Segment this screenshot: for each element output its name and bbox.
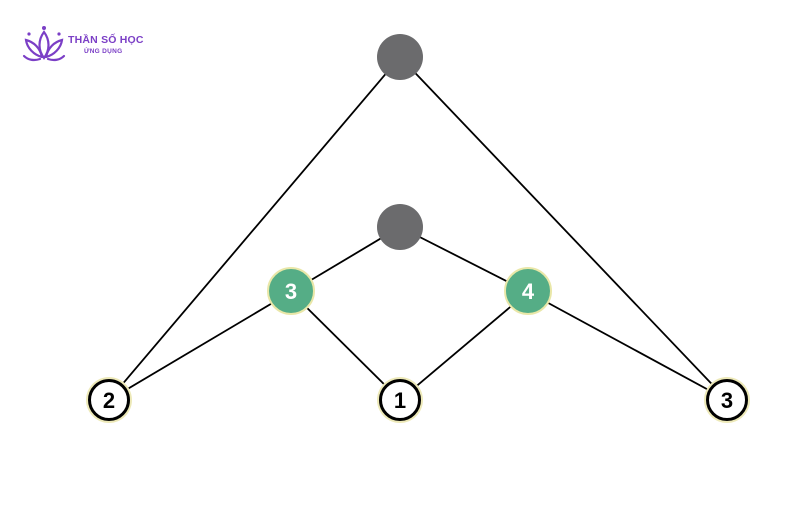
bottom-center-node-label: 1: [394, 388, 406, 413]
right-mid-node-label: 4: [522, 279, 535, 304]
apex-node: [377, 34, 423, 80]
logo-title: THẦN SỐ HỌC: [68, 34, 144, 46]
left-mid-node-label: 3: [285, 279, 297, 304]
bottom-right-node-label: 3: [721, 388, 733, 413]
right-mid-node: 4: [504, 267, 552, 315]
brand-logo: THẦN SỐ HỌC ỨNG DỤNG: [22, 24, 152, 64]
inner-apex-node: [377, 204, 423, 250]
line-left-mid-bottom-center: [290, 291, 401, 401]
bottom-right-node: 3: [704, 377, 750, 423]
bottom-left-node-label: 2: [103, 388, 115, 413]
line-left-mid-bottom-left: [108, 291, 292, 401]
line-right-mid-bottom-right: [527, 291, 728, 401]
line-apex-bottom-left: [108, 56, 401, 401]
lotus-icon: [22, 26, 66, 62]
bottom-center-node: 1: [377, 377, 423, 423]
line-apex-bottom-right: [399, 56, 728, 401]
logo-subtitle: ỨNG DỤNG: [84, 48, 123, 55]
line-right-mid-bottom-center: [399, 291, 529, 401]
bottom-left-node: 2: [86, 377, 132, 423]
left-mid-node: 3: [267, 267, 315, 315]
